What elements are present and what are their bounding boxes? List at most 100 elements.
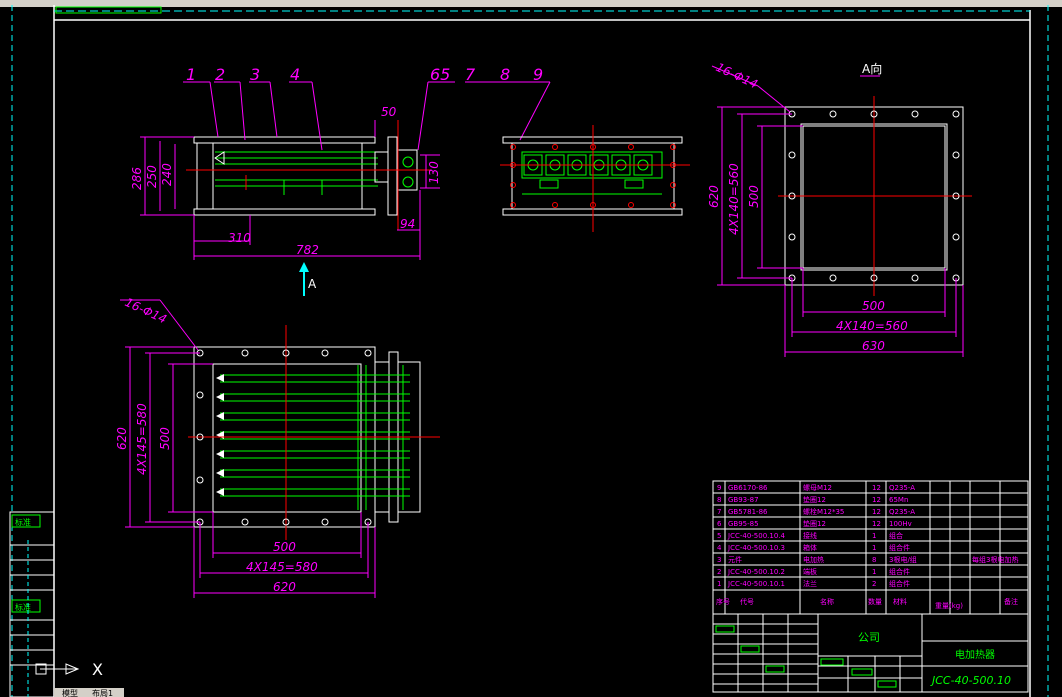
a-view-dims: 16-Φ14 620 4X140=560 500 500 4X140=560 6… <box>707 60 908 353</box>
dim-250: 250 <box>145 165 159 188</box>
bom-no: 6 <box>717 520 722 528</box>
bom-no: 5 <box>717 532 721 540</box>
plan-dim-500-h: 500 <box>273 540 296 554</box>
bom-code: GB6170-86 <box>728 484 768 492</box>
a-view-title: A向 <box>862 61 882 76</box>
bom-code: GB95-85 <box>728 520 759 528</box>
side-view <box>500 125 690 232</box>
balloon-7: 7 <box>465 65 476 84</box>
a-dim-630-h: 630 <box>862 339 885 353</box>
bom-row: 1 JCC-40-500.10.1 法兰 2 组合件 <box>717 579 910 588</box>
bom-name: 垫圈12 <box>803 495 826 504</box>
balloon-numbers: 1 2 3 4 65 7 8 9 <box>186 65 543 84</box>
ucs-x-label: X <box>92 660 103 679</box>
bom-qty: 8 <box>872 556 876 564</box>
bom-mat: 65Mn <box>889 496 908 504</box>
bom-rows: 9 GB6170-86 螺母M12 12 Q235-A 8 GB93-87 垫圈… <box>716 483 1018 610</box>
bom-no: 7 <box>717 508 721 516</box>
bom-no: 1 <box>717 580 721 588</box>
bom-header-weight: 重量(kg) <box>935 602 963 610</box>
bom-name: 电加热 <box>803 555 824 564</box>
left-border-blocks: 标准 标准 <box>9 511 55 697</box>
balloon-9: 9 <box>533 65 543 84</box>
tab-model[interactable]: 模型 <box>62 688 78 697</box>
plan-dim-500-v: 500 <box>158 427 172 450</box>
bom-no: 2 <box>717 568 721 576</box>
a-arrow-label: A <box>308 277 317 291</box>
title-block <box>712 613 1029 693</box>
bom-code: 元件 <box>728 555 742 564</box>
balloon-2: 2 <box>215 65 225 84</box>
bom-qty: 2 <box>872 580 876 588</box>
layout-tabs: 模型 布局1 <box>54 688 124 697</box>
bom-name: 螺母M12 <box>803 483 832 492</box>
dim-50: 50 <box>381 105 397 119</box>
tab-layout1[interactable]: 布局1 <box>92 688 113 697</box>
bom-mat: 组合 <box>889 531 903 540</box>
bom-name: 端板 <box>803 567 817 576</box>
balloon-8: 8 <box>500 65 510 84</box>
balloon-3: 3 <box>250 65 260 84</box>
bom-mat: Q235-A <box>889 484 915 492</box>
bom-qty: 12 <box>872 520 881 528</box>
dim-286: 286 <box>130 167 144 190</box>
bom-mat: 组合件 <box>889 567 910 576</box>
bom-code: JCC-40-500.10.2 <box>727 568 785 576</box>
bom-row: 3 元件 电加热 8 3根电/组 每组3根电加热 <box>717 555 1018 564</box>
drawing-frame <box>11 5 1049 697</box>
bom-name: 箱体 <box>803 543 817 552</box>
bom-header-code: 代号 <box>740 597 754 606</box>
a-dim-500-h: 500 <box>862 299 885 313</box>
bom-code: JCC-40-500.10.1 <box>727 580 785 588</box>
left-label-2: 标准 <box>15 602 31 612</box>
bom-qty: 12 <box>872 496 881 504</box>
plan-dim-620-v: 620 <box>115 427 129 450</box>
bom-header-qty: 数量 <box>868 597 882 606</box>
title-drawing-no: JCC-40-500.10 <box>930 674 1011 687</box>
dim-782: 782 <box>296 243 319 257</box>
bom-name: 法兰 <box>803 579 817 588</box>
bom-no: 8 <box>717 496 721 504</box>
title-company: 公司 <box>858 631 880 644</box>
dim-94: 94 <box>400 217 415 231</box>
bom-name: 接线 <box>803 531 817 540</box>
bom-row: 4 JCC-40-500.10.3 箱体 1 组合件 <box>717 543 910 552</box>
bom-header-name: 名称 <box>820 597 834 606</box>
bom-table <box>712 480 1029 615</box>
plan-dim-4x145-v: 4X145=580 <box>135 403 149 475</box>
bom-code: JCC-40-500.10.4 <box>727 532 786 540</box>
bom-no: 4 <box>717 544 722 552</box>
balloon-65: 65 <box>430 65 450 84</box>
a-dim-620-v: 620 <box>707 185 721 208</box>
bom-row: 9 GB6170-86 螺母M12 12 Q235-A <box>717 483 915 492</box>
bom-name: 螺栓M12*35 <box>803 507 844 516</box>
front-view <box>140 81 551 296</box>
plan-view <box>120 299 440 598</box>
left-label-1: 标准 <box>15 517 31 527</box>
bom-code: JCC-40-500.10.3 <box>727 544 785 552</box>
plan-dim-620-h: 620 <box>273 580 296 594</box>
bom-mat: 3根电/组 <box>889 555 917 564</box>
bom-extra-note: 每组3根电加热 <box>972 555 1018 564</box>
balloon-1: 1 <box>186 65 196 84</box>
bom-qty: 12 <box>872 508 881 516</box>
bom-qty: 1 <box>872 544 876 552</box>
title-name: 电加热器 <box>955 648 995 661</box>
bom-mat: 组合件 <box>889 543 910 552</box>
a-dim-4x140-v: 4X140=560 <box>727 163 741 235</box>
bom-mat: 100Hv <box>889 520 912 528</box>
bom-header: 序号 代号 名称 数量 材料 重量(kg) 备注 <box>716 597 1018 610</box>
top-toolbar-strip <box>0 0 1062 7</box>
bom-mat: 组合件 <box>889 579 910 588</box>
bom-qty: 1 <box>872 532 876 540</box>
a-dim-4x140-h: 4X140=560 <box>836 319 908 333</box>
bom-row: 7 GB5781-86 螺栓M12*35 12 Q235-A <box>717 507 915 516</box>
bom-row: 2 JCC-40-500.10.2 端板 1 组合件 <box>717 567 910 576</box>
title-block-text: 公司 电加热器 JCC-40-500.10 <box>858 631 1011 687</box>
a-hole-note: 16-Φ14 <box>714 60 760 91</box>
bom-name: 垫圈12 <box>803 519 826 528</box>
bom-no: 3 <box>717 556 721 564</box>
bom-code: GB93-87 <box>728 496 759 504</box>
dim-240: 240 <box>160 163 174 186</box>
